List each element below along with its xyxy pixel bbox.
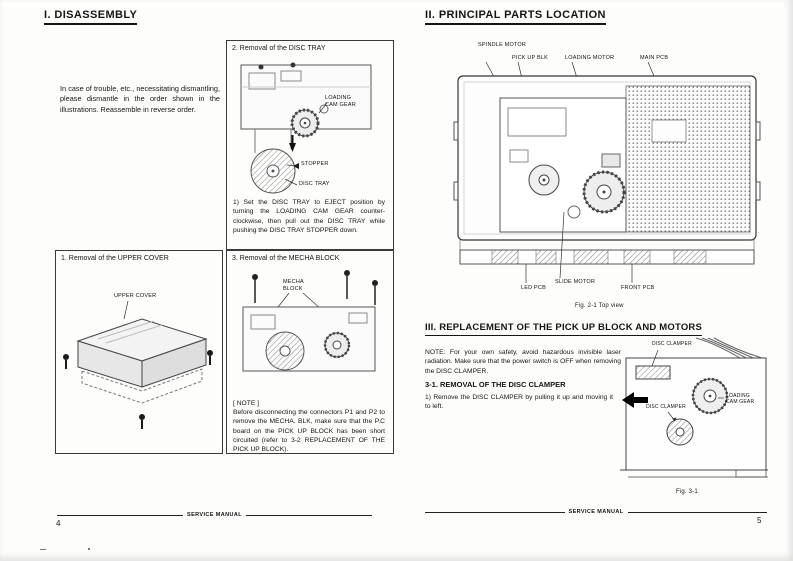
panel-upper-cover-title: 1. Removal of the UPPER COVER [61,255,169,262]
intro-paragraph: In case of trouble, etc., necessitating … [60,84,220,114]
safety-note: NOTE: For your own safety, avoid hazardo… [425,349,621,375]
label-loading-cam-gear: LOADING CAM GEAR [325,95,356,108]
label-front-pcb: FRONT PCB [621,285,655,291]
label-loading-motor: LOADING MOTOR [565,55,615,61]
panel-mecha-block: 3. Removal of the MECHA BLOCK ME [226,250,394,454]
label-spindle-motor: SPINDLE MOTOR [478,42,527,48]
fig-3-1-caption: Fig. 3-1 [676,489,698,495]
footer-right: SERVICE MANUAL [425,509,768,515]
section-3-heading: III. REPLACEMENT OF THE PICK UP BLOCK AN… [425,322,703,336]
label-slide-motor: SLIDE MOTOR [555,279,595,285]
label-stopper: STOPPER [301,161,329,167]
page-number-left: 4 [56,519,61,528]
footer-rule [627,511,768,513]
upper-cover-diagram [63,300,213,429]
footer-rule [425,511,565,513]
sub-section-3-1-heading: 3-1. REMOVAL OF THE DISC CLAMPER [425,380,566,389]
label-disc-clamper-top: DISC CLAMPER [652,341,692,347]
panel-mecha-block-title: 3. Removal of the MECHA BLOCK [232,255,340,262]
label-disc-tray: DISC TRAY [299,181,330,187]
mecha-note-title: [ NOTE ] [233,400,260,407]
disc-clamper-diagram [620,337,768,478]
disc-tray-instruction: 1) Set the DISC TRAY to EJECT position b… [233,199,385,234]
label-pick-up-blk: PICK UP BLK [512,55,549,61]
panel-disc-tray-title: 2. Removal of the DISC TRAY [232,45,326,52]
panel-disc-tray: 2. Removal of the DISC TRAY [226,40,394,250]
panel-upper-cover: 1. Removal of the UPPER COVER UPPER COVE… [55,250,223,454]
mecha-block-diagram [242,270,378,372]
label-main-pcb: MAIN PCB [640,55,669,61]
step-1-text: 1) Remove the DISC CLAMPER by pulling it… [425,394,613,411]
top-view-diagram [453,61,761,283]
footer-left: SERVICE MANUAL [57,512,373,518]
footer-rule [246,514,373,516]
disc-tray-diagram [240,62,372,194]
footer-label: SERVICE MANUAL [187,512,243,518]
footer-rule [57,514,183,516]
label-disc-clamper-mid: DISC CLAMPER [646,404,686,410]
label-led-pcb: LED PCB [521,285,546,291]
label-upper-cover: UPPER COVER [114,293,157,299]
fig-2-1-caption: Fig. 2-1 Top view [575,303,624,309]
section-2-heading: II. PRINCIPAL PARTS LOCATION [425,9,606,25]
page-number-right: 5 [757,516,762,525]
scan-artifact [40,549,46,550]
footer-label: SERVICE MANUAL [568,509,624,515]
section-1-heading: I. DISASSEMBLY [44,9,138,25]
mecha-note-body: Before disconnecting the connectors P1 a… [233,409,385,453]
scan-artifact [88,548,90,550]
label-mecha-block: MECHA BLOCK [283,279,304,292]
label-loading-cam-gear-fig31: LOADING CAM GEAR [726,393,755,405]
